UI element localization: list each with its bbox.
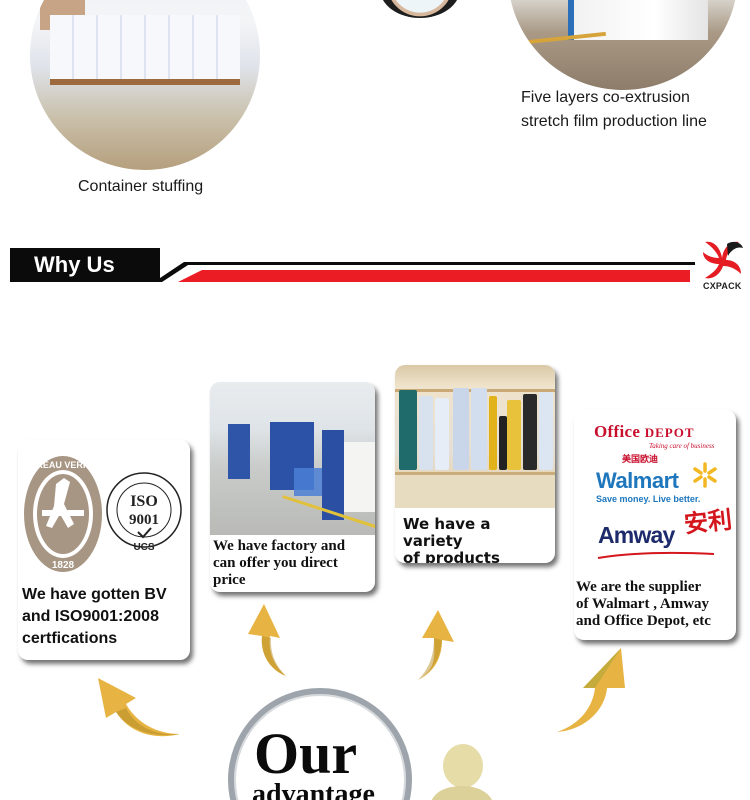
products-text: We have a variety of products <box>403 515 555 564</box>
production-line-caption-line1: Five layers co-extrusion <box>521 89 690 106</box>
text-line: price <box>213 572 246 588</box>
pallet-stack <box>50 15 240 85</box>
text-line: We have factory and <box>213 538 346 554</box>
card-products: We have a variety of products <box>395 365 555 563</box>
factory-text: We have factory and can offer you direct… <box>213 538 345 589</box>
container-stuffing-caption: Container stuffing <box>78 178 204 195</box>
office-depot-cn: 美国欧迪 <box>622 454 659 464</box>
office-depot-logo: Office DEPOT <box>594 422 695 441</box>
card-certifications: BUREAU VERITAS 1828 ISO 9001 UCS We have… <box>18 440 190 660</box>
text-line: certfications <box>22 630 118 647</box>
card-factory: We have factory and can offer you direct… <box>210 382 375 592</box>
production-line-photo <box>508 0 738 90</box>
container-stuffing-photo <box>30 0 260 170</box>
text-line: and ISO9001:2008 <box>22 608 159 625</box>
walmart-tagline: Save money. Live better. <box>596 494 701 504</box>
center-subtitle: advantage <box>252 779 375 800</box>
factory-photo <box>210 382 375 535</box>
curved-arrow-icon <box>248 604 286 676</box>
svg-text:UCS: UCS <box>133 542 154 553</box>
bureau-veritas-logo-icon: BUREAU VERITAS 1828 <box>23 456 103 572</box>
production-line-caption: Five layers co-extrusion stretch film pr… <box>521 86 707 134</box>
amway-swoosh-icon <box>597 551 715 559</box>
text-line: We have gotten BV <box>22 586 167 603</box>
text-line: We are the supplier <box>576 579 702 595</box>
certifications-text: We have gotten BV and ISO9001:2008 certf… <box>22 584 167 650</box>
walmart-spark-icon <box>693 462 717 488</box>
cxpack-logo-icon <box>703 241 743 279</box>
cxpack-brand: CXPACK <box>703 281 742 291</box>
amway-logo: Amway <box>598 522 675 548</box>
amway-cn: 安利 <box>682 504 734 539</box>
text-line: of Walmart , Amway <box>576 596 710 612</box>
center-title: Our <box>254 721 358 786</box>
svg-text:1828: 1828 <box>52 560 75 571</box>
svg-text:ISO: ISO <box>130 493 158 510</box>
svg-text:9001: 9001 <box>129 512 159 528</box>
section-title: Why Us <box>10 248 160 282</box>
banner-stripes <box>150 250 695 282</box>
curved-arrow-icon <box>418 610 454 680</box>
walmart-logo: Walmart <box>596 468 679 493</box>
iso-9001-logo-icon: ISO 9001 UCS <box>106 472 182 553</box>
curved-arrow-icon <box>98 678 180 737</box>
clients-text: We are the supplier of Walmart , Amway a… <box>576 579 711 630</box>
film-roll-photo <box>380 0 460 18</box>
svg-text:BUREAU VERITAS: BUREAU VERITAS <box>23 460 102 470</box>
office-depot-tagline: Taking care of business <box>649 442 715 450</box>
products-photo <box>395 365 555 508</box>
3d-person-figure-icon <box>431 744 492 800</box>
curved-arrow-icon <box>557 648 625 732</box>
card-clients: Office DEPOT Taking care of business 美国欧… <box>574 410 736 640</box>
text-line: and Office Depot, etc <box>576 613 711 629</box>
production-line-caption-line2: stretch film production line <box>521 113 707 130</box>
text-line: can offer you direct <box>213 555 338 571</box>
text-line: We have a variety <box>403 515 491 550</box>
text-line: of products <box>403 549 500 564</box>
